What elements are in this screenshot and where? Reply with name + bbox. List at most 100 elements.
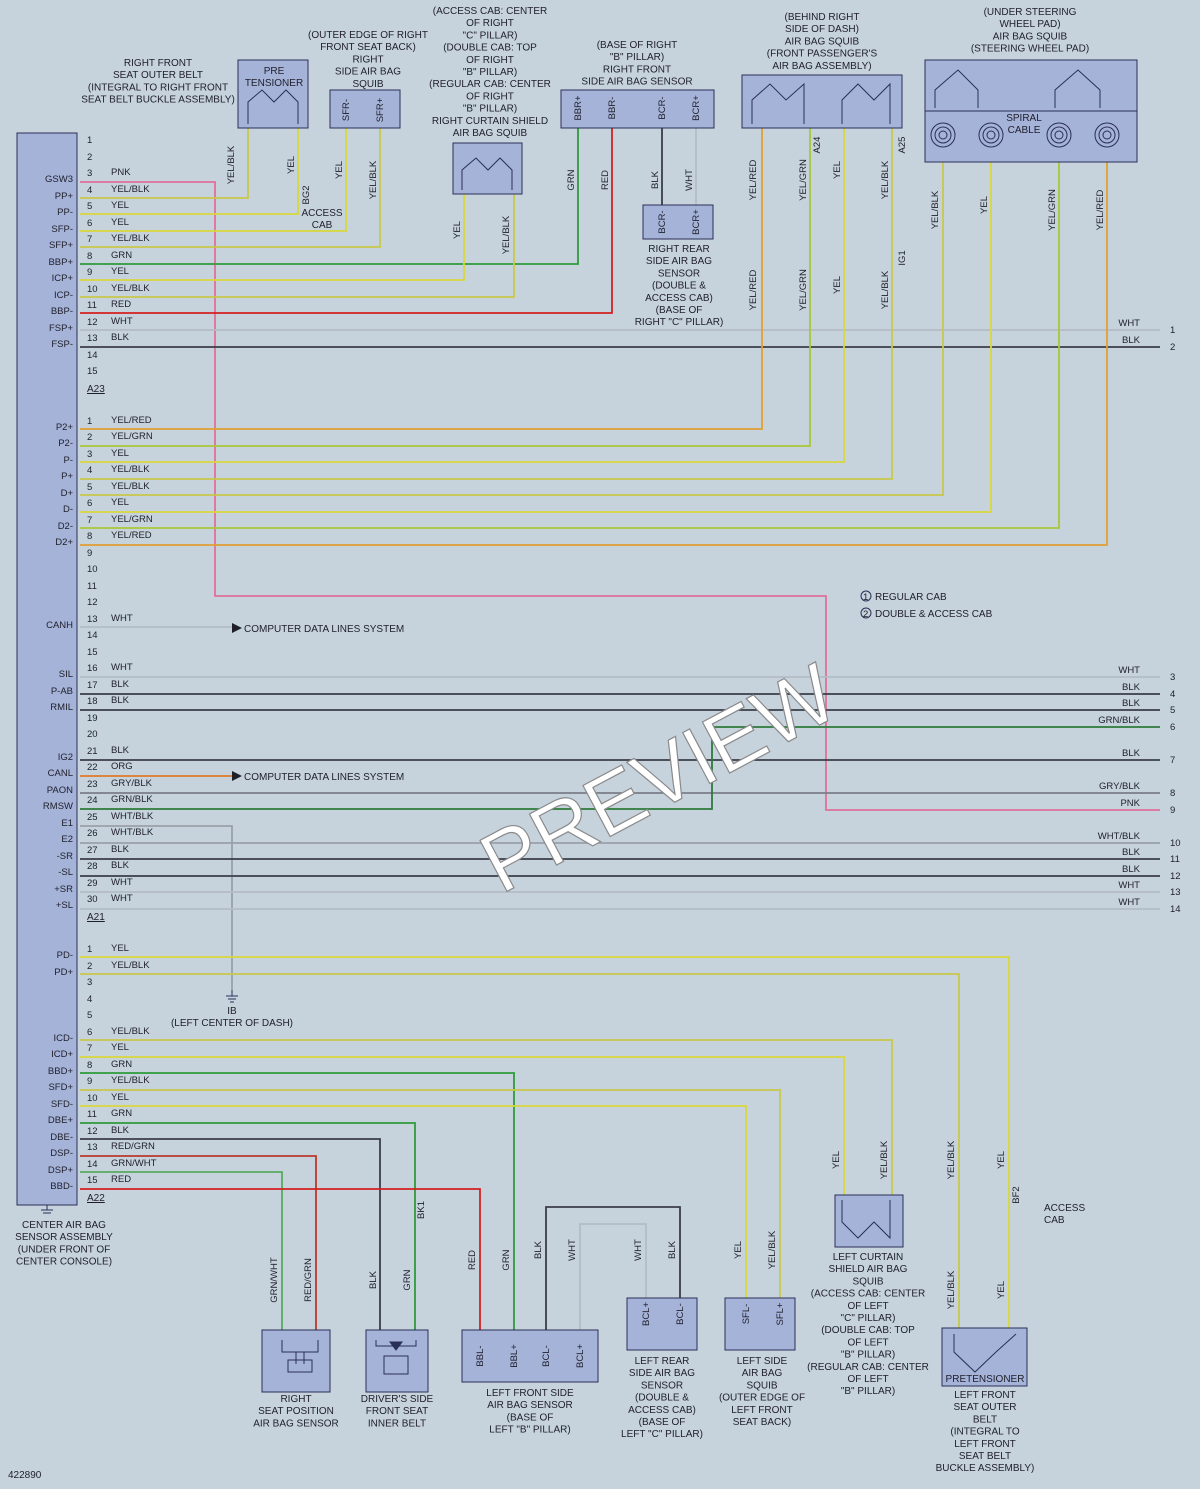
vertical-wire-color: YEL/BLK xyxy=(368,160,379,199)
output-number: 12 xyxy=(1170,871,1181,882)
wire-color-label: YEL/RED xyxy=(111,530,152,541)
wire-color-label: YEL xyxy=(111,943,129,954)
r-curtain-label-line: "C" PILLAR) xyxy=(463,30,518,41)
signal-label: PAON xyxy=(47,785,73,796)
wire-color-label: YEL xyxy=(111,497,129,508)
signal-label: BBP+ xyxy=(48,257,73,268)
lr-side-sensor-label-line: ACCESS CAB) xyxy=(628,1405,696,1416)
vertical-wire-color: YEL xyxy=(832,161,843,179)
signal-label: SFP+ xyxy=(49,240,73,251)
connector-pin-label: BCL+ xyxy=(641,1302,652,1326)
wire-sfp-minus xyxy=(80,128,347,232)
access-cab-note: CAB xyxy=(312,220,333,231)
wire-color-label: RED xyxy=(111,299,131,310)
wire-color-label: PNK xyxy=(111,167,131,178)
pin-number: 30 xyxy=(87,894,98,905)
r-side-squib-label-line: RIGHT xyxy=(352,54,383,65)
output-color: PNK xyxy=(1120,798,1140,809)
rf-side-sensor-label-line: "B" PILLAR) xyxy=(610,52,664,63)
wire-d2-plus xyxy=(80,162,1108,546)
wire-bbd-plus xyxy=(80,1072,515,1330)
signal-label: P- xyxy=(64,455,74,466)
pin-number: 14 xyxy=(87,630,98,641)
pin-number: 29 xyxy=(87,878,98,889)
pin-number: 23 xyxy=(87,779,98,790)
l-curtain-label-line: "B" PILLAR) xyxy=(841,1386,895,1397)
steering-squib-box xyxy=(924,59,1138,112)
wire-icd-plus xyxy=(80,1056,845,1195)
ground-icon xyxy=(226,990,238,1003)
vertical-wire-color: RED xyxy=(467,1250,478,1270)
wire-p-minus xyxy=(80,128,845,463)
pin-number: 24 xyxy=(87,795,98,806)
vertical-wire-color: YEL/BLK xyxy=(767,1230,778,1269)
pass-squib-label-line: AIR BAG ASSEMBLY) xyxy=(772,61,871,72)
wire-bcl-minus xyxy=(545,1206,681,1330)
signal-label: P-AB xyxy=(51,686,73,697)
pin-number: 5 xyxy=(87,1010,92,1021)
connector-pin-label: BCR- xyxy=(657,210,668,233)
wire-color-label: GRY/BLK xyxy=(111,778,153,789)
vertical-wire-color: YEL/GRN xyxy=(798,269,809,311)
r-side-squib-label-line: FRONT SEAT BACK) xyxy=(320,42,416,53)
connector-pin-label: BBR- xyxy=(607,97,618,120)
wire-color-label: GRN xyxy=(111,250,132,261)
wire-bbd-minus xyxy=(80,1188,481,1330)
driver-belt-box xyxy=(365,1329,429,1393)
output-number: 10 xyxy=(1170,838,1181,849)
sensor-internal-symbols xyxy=(281,1340,417,1375)
signal-label: ICP+ xyxy=(52,273,74,284)
legend-text-2: DOUBLE & ACCESS CAB xyxy=(875,609,993,620)
output-color: BLK xyxy=(1122,335,1141,346)
wire-color-label: YEL/GRN xyxy=(111,514,153,525)
output-number: 13 xyxy=(1170,887,1181,898)
r-curtain-label-line: OF RIGHT xyxy=(466,55,514,66)
vertical-wire-color: YEL/RED xyxy=(1095,190,1106,231)
rf-belt-label-line: SEAT BELT BUCKLE ASSEMBLY) xyxy=(81,95,235,106)
pin-number: 7 xyxy=(87,234,92,245)
l-side-squib-label-line: LEFT SIDE xyxy=(737,1356,788,1367)
wire-color-label: GRN/WHT xyxy=(111,1158,157,1169)
center-sensor-label-line: CENTER AIR BAG xyxy=(22,1220,106,1231)
pin-number: 2 xyxy=(87,432,92,443)
l-side-squib-label-line: (OUTER EDGE OF xyxy=(719,1393,805,1404)
pin-number: 14 xyxy=(87,1159,98,1170)
vertical-wire-color: YEL xyxy=(832,276,843,294)
l-curtain-label-line: OF LEFT xyxy=(847,1301,888,1312)
connector-a23: A23 xyxy=(87,384,105,395)
lf-belt-label-line: BELT xyxy=(973,1414,997,1425)
signal-label: ICP- xyxy=(54,290,73,301)
vertical-wire-color: YEL xyxy=(286,156,297,174)
wire-color-label: RED/GRN xyxy=(111,1141,155,1152)
signal-label: DSP+ xyxy=(48,1165,74,1176)
wire-color-label: RED xyxy=(111,1174,131,1185)
pre-tensioner-label-line: PRE xyxy=(264,66,285,77)
pin-number: 6 xyxy=(87,498,92,509)
lf-belt-label-line: LEFT FRONT xyxy=(954,1439,1015,1450)
connector-pin-label: BBL+ xyxy=(509,1344,520,1368)
output-number: 4 xyxy=(1170,689,1175,700)
right-side-squib-box xyxy=(329,89,401,129)
pin-number: 7 xyxy=(87,515,92,526)
vertical-wire-color: WHT xyxy=(633,1239,644,1261)
signal-label: SFP- xyxy=(51,224,73,235)
center-sensor-label-line: CENTER CONSOLE) xyxy=(16,1257,112,1268)
spiral-label-line: CABLE xyxy=(1008,125,1041,136)
access-cab-note: ACCESS xyxy=(1044,1203,1085,1214)
pin-number: 12 xyxy=(87,597,98,608)
steering-squib-label-line: WHEEL PAD) xyxy=(999,19,1060,30)
signal-label: -SR xyxy=(57,851,74,862)
wire-color-label: YEL/BLK xyxy=(111,184,150,195)
output-number: 7 xyxy=(1170,755,1175,766)
rf-side-sensor-label-line: (BASE OF RIGHT xyxy=(597,40,678,51)
wire-pd-minus xyxy=(80,956,1010,1328)
pretensioner-right-box xyxy=(237,59,309,129)
drv-belt-label-line: DRIVER'S SIDE xyxy=(361,1394,434,1405)
right-rear-side-sensor-box xyxy=(642,204,714,240)
connector-pin-label: SFR+ xyxy=(375,97,386,122)
pin-number: 7 xyxy=(87,1043,92,1054)
connector-pin-label: BBR+ xyxy=(573,95,584,121)
lf-belt-label-line: BUCKLE ASSEMBLY) xyxy=(936,1463,1035,1474)
signal-label: E1 xyxy=(61,818,73,829)
